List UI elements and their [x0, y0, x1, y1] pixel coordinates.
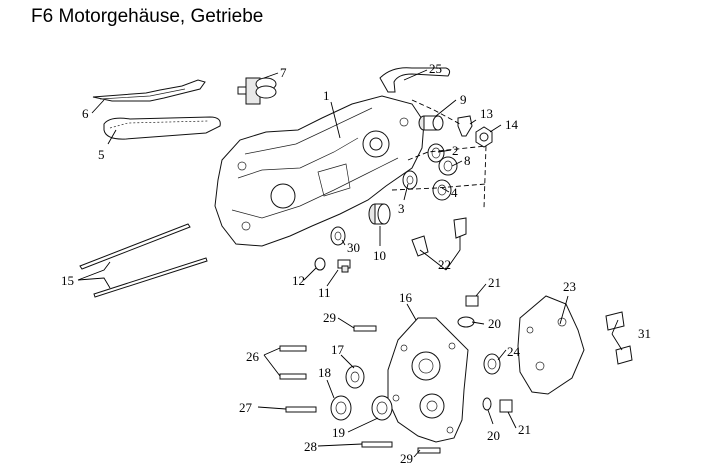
callout-28: 28: [304, 439, 317, 454]
oil-seal-part: [330, 226, 346, 246]
callout-31: 31: [638, 326, 651, 341]
assembly-dashed-lines: [391, 99, 487, 209]
callout-22: 22: [438, 257, 451, 272]
callout-15: 15: [61, 273, 74, 288]
callout-7: 7: [280, 65, 287, 80]
filler-plug-upper-part: [457, 295, 479, 328]
callout-21-lower: 21: [518, 422, 531, 437]
callout-16: 16: [399, 290, 413, 305]
crank-bearing-part: [368, 203, 391, 225]
stud-bolts-part: [79, 223, 208, 298]
callout-13: 13: [480, 106, 493, 121]
callout-3: 3: [398, 201, 405, 216]
callout-25: 25: [429, 61, 442, 76]
diagram-title: F6 Motorgehäuse, Getriebe: [31, 6, 264, 27]
callout-6: 6: [82, 106, 89, 121]
gasket-part: [517, 295, 585, 395]
callout-23: 23: [563, 279, 576, 294]
leader-lines: [77, 69, 623, 458]
bushing-part: [418, 115, 444, 131]
callout-1: 1: [323, 88, 330, 103]
hex-nut-part: [475, 126, 493, 148]
drain-plug-part: [314, 257, 351, 273]
callout-21-upper: 21: [488, 275, 501, 290]
callout-30: 30: [347, 240, 360, 255]
callout-14: 14: [505, 117, 519, 132]
dowel-pin-part: [457, 115, 473, 137]
crankcase-part: [214, 95, 425, 247]
callout-29-lower: 29: [400, 451, 413, 466]
gearbox-cover-part: [387, 317, 469, 443]
callout-2: 2: [452, 143, 459, 158]
callout-26: 26: [246, 349, 260, 364]
chain-tensioner-part: [237, 77, 277, 105]
rubber-mount-right-parts: [605, 311, 633, 365]
callout-8: 8: [464, 153, 471, 168]
callout-11: 11: [318, 285, 331, 300]
callout-29-upper: 29: [323, 310, 336, 325]
callout-17: 17: [331, 342, 345, 357]
filler-plug-lower-part: [482, 397, 513, 413]
callout-5: 5: [98, 147, 105, 162]
gearbox-bearings-group: [330, 365, 393, 421]
callout-19: 19: [332, 425, 345, 440]
gearbox-seal-part: [483, 353, 501, 375]
callout-numbers: 1 2 3 4 5 6 7 8 9 10 11 12 13 14 15 16 1…: [61, 61, 651, 466]
callout-27: 27: [239, 400, 253, 415]
chain-guide-part: [92, 79, 206, 102]
callout-12: 12: [292, 273, 305, 288]
callout-20-lower: 20: [487, 428, 500, 443]
rubber-mount-parts: [411, 217, 467, 257]
breather-hose-part: [379, 67, 451, 93]
cover-bolts-group: [279, 325, 441, 454]
callout-9: 9: [460, 92, 467, 107]
timing-chain-part: [103, 116, 221, 140]
callout-10: 10: [373, 248, 386, 263]
callout-18: 18: [318, 365, 331, 380]
callout-24: 24: [507, 344, 521, 359]
callout-20-upper: 20: [488, 316, 501, 331]
callout-4: 4: [451, 185, 458, 200]
